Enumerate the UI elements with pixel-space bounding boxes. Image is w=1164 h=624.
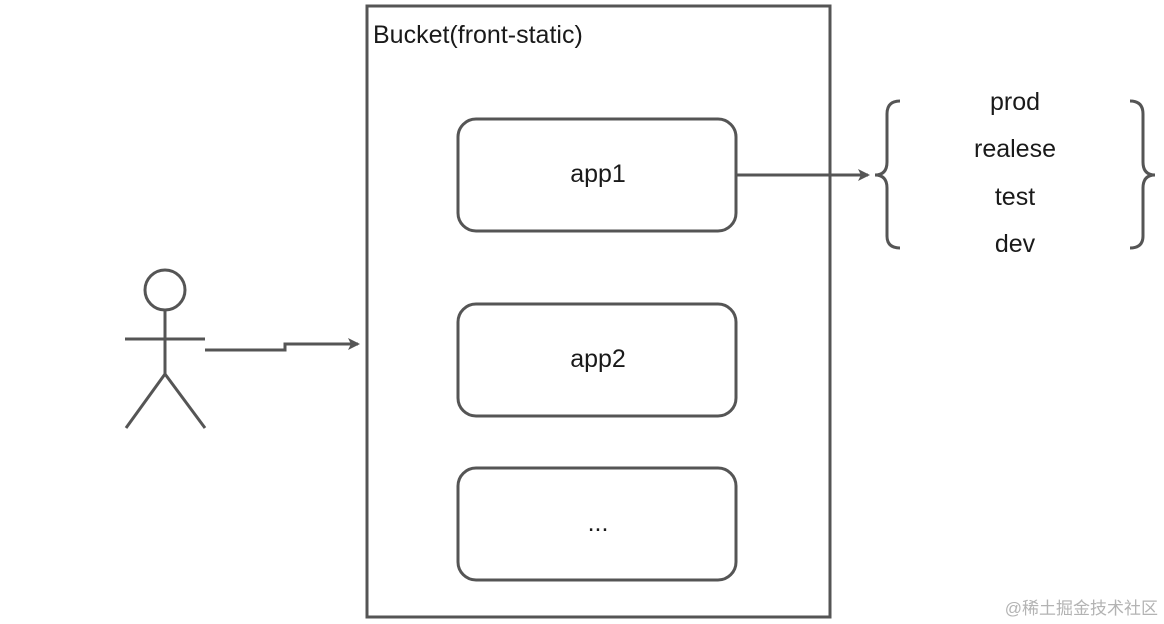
right-brace — [1129, 99, 1156, 250]
env-realese-label: realese — [974, 135, 1056, 163]
app-more-label: ... — [587, 509, 609, 537]
user-actor-icon — [124, 268, 207, 429]
app-more-box — [456, 466, 738, 582]
watermark: @稀土掘金技术社区 — [1004, 599, 1158, 618]
app1-label: app1 — [570, 160, 626, 188]
env-prod-label: prod — [989, 88, 1041, 116]
env-dev-label: dev — [994, 230, 1036, 258]
env-test-label: test — [994, 183, 1036, 211]
bucket-title: Bucket(front-static) — [373, 21, 583, 49]
left-brace — [874, 99, 901, 250]
app2-box — [456, 302, 738, 418]
actor-to-bucket-arrow — [205, 338, 360, 352]
app2-label: app2 — [570, 345, 626, 373]
bucket-container — [365, 4, 832, 619]
